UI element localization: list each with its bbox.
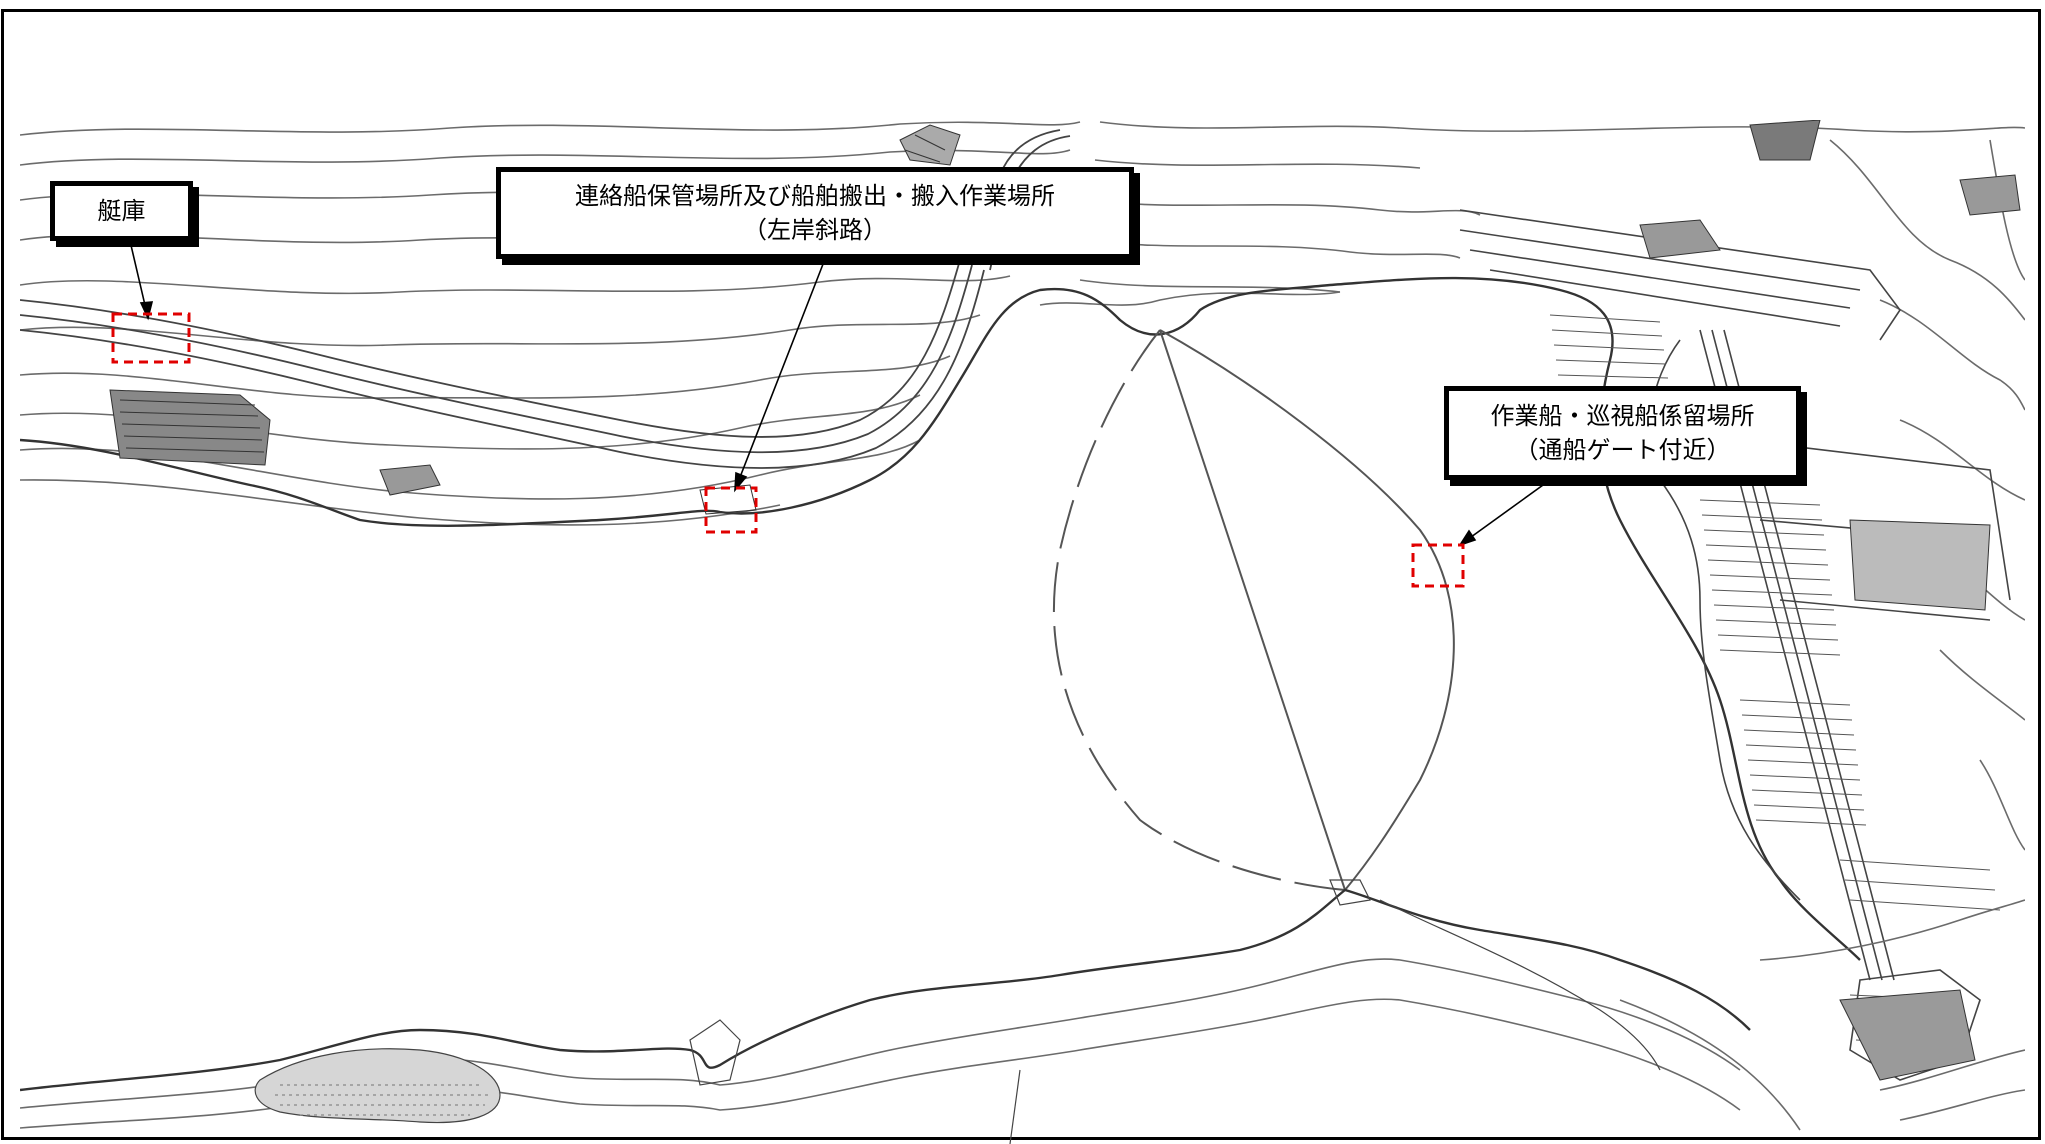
reservoir-boom-lines bbox=[1052, 329, 1455, 891]
callout-left-slope-line2: （左岸斜路） bbox=[743, 216, 887, 244]
north-shore-structures bbox=[109, 124, 961, 515]
location-markers bbox=[111, 312, 1465, 588]
callout-left-slope-line1: 連絡船保管場所及び船舶搬出・搬入作業場所 bbox=[575, 182, 1055, 210]
south-shore-waterline bbox=[20, 888, 1751, 1092]
callout-mooring-line1: 作業船・巡視船係留場所 bbox=[1490, 402, 1755, 430]
topographic-map bbox=[20, 120, 2025, 1144]
callout-boathouse: 艇庫 bbox=[50, 181, 193, 241]
dam-structure bbox=[1459, 209, 2011, 1081]
dam-dark-blocks bbox=[1639, 120, 2021, 1081]
mooring-location-marker bbox=[1411, 543, 1465, 588]
boathouse-location-marker bbox=[111, 312, 191, 364]
south-shore-features bbox=[254, 879, 1661, 1144]
callout-mooring-line2: （通船ゲート付近） bbox=[1514, 436, 1731, 464]
left-slope-location-marker bbox=[704, 486, 758, 534]
callout-boathouse-text: 艇庫 bbox=[97, 197, 146, 225]
leader-lines bbox=[129, 240, 1551, 547]
callout-mooring-area: 作業船・巡視船係留場所 （通船ゲート付近） bbox=[1444, 386, 1801, 480]
north-shore-waterline bbox=[20, 276, 1861, 961]
callout-left-bank-slope: 連絡船保管場所及び船舶搬出・搬入作業場所 （左岸斜路） bbox=[496, 167, 1134, 259]
